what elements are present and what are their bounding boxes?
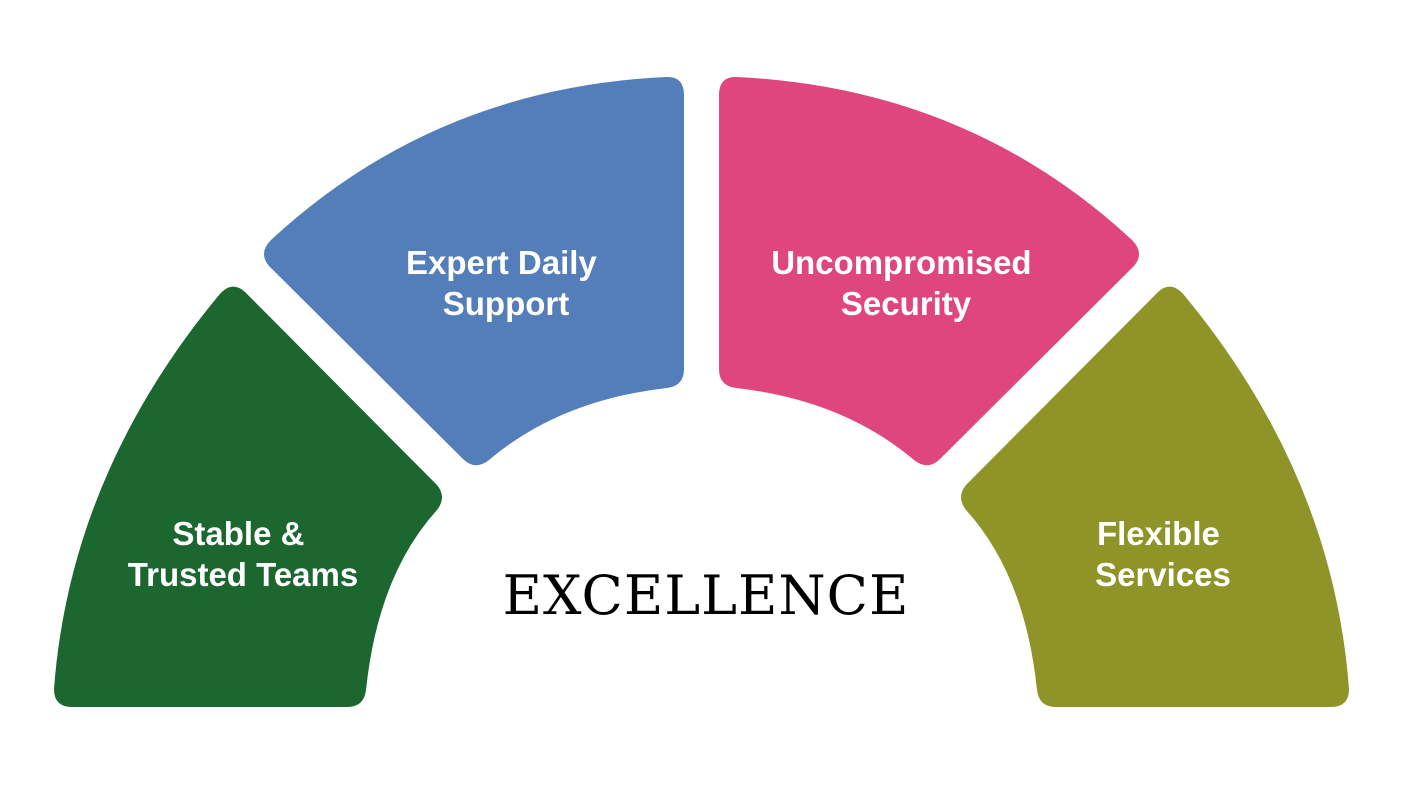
segment-label-line-1: Uncompromised <box>771 244 1031 281</box>
segment-shape <box>263 76 684 466</box>
segment-label-line-2: Services <box>1095 556 1231 593</box>
segment-stable-trusted-teams: Stable & Trusted Teams <box>54 286 442 707</box>
segment-label-line-1: Flexible <box>1097 515 1220 552</box>
segment-label-line-1: Stable & <box>172 515 304 552</box>
segment-expert-daily-support: Expert Daily Support <box>263 76 684 466</box>
segment-uncompromised-security: Uncompromised Security <box>719 76 1140 466</box>
segment-label: Flexible Services <box>1095 515 1231 593</box>
segment-label-line-2: Security <box>841 285 972 322</box>
segment-label-line-2: Support <box>443 285 569 322</box>
segment-label-line-2: Trusted Teams <box>128 556 358 593</box>
segment-flexible-services: Flexible Services <box>961 286 1349 707</box>
segment-shape <box>961 286 1349 707</box>
segment-shape <box>54 286 442 707</box>
center-title: EXCELLENCE <box>503 564 910 627</box>
segment-label: Expert Daily Support <box>406 244 606 322</box>
segment-shape <box>719 76 1140 466</box>
segment-label: Stable & Trusted Teams <box>128 515 358 593</box>
segment-label-line-1: Expert Daily <box>406 244 597 281</box>
segment-label: Uncompromised Security <box>771 244 1041 322</box>
